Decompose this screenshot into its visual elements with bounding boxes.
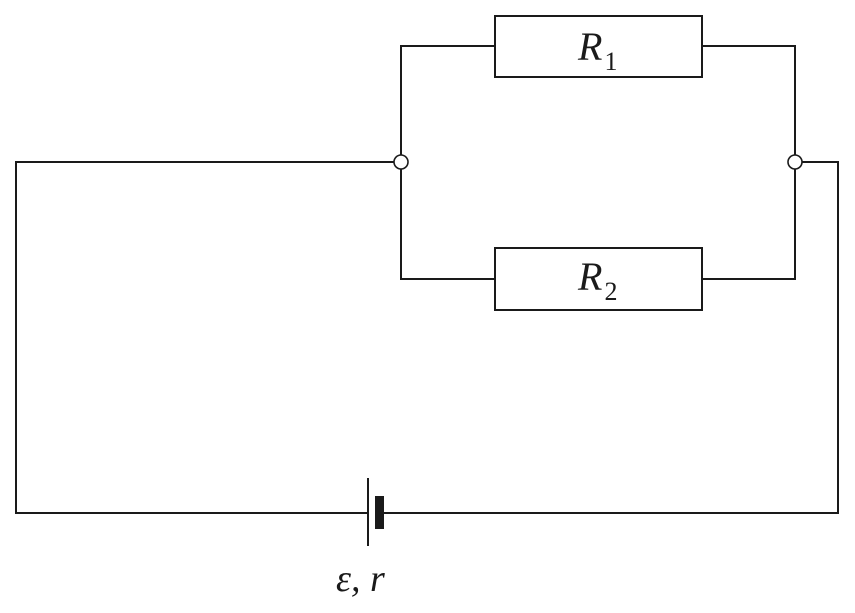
right-wire <box>382 161 839 514</box>
resistor-r2-label: R2 <box>577 254 617 306</box>
battery <box>367 478 384 546</box>
junction-left <box>393 154 409 170</box>
branch-bottom-wire <box>400 162 796 280</box>
resistor-r1: R1 <box>494 15 703 78</box>
junction-right <box>787 154 803 170</box>
left-wire <box>15 161 401 514</box>
resistor-r2-box <box>494 247 703 311</box>
resistor-r1-label: R1 <box>577 24 617 76</box>
battery-short-plate <box>375 496 384 529</box>
resistor-r2: R2 <box>494 247 703 311</box>
resistor-r1-box <box>494 15 703 78</box>
battery-label: ε, r <box>336 558 385 600</box>
branch-top-wire <box>400 45 796 162</box>
